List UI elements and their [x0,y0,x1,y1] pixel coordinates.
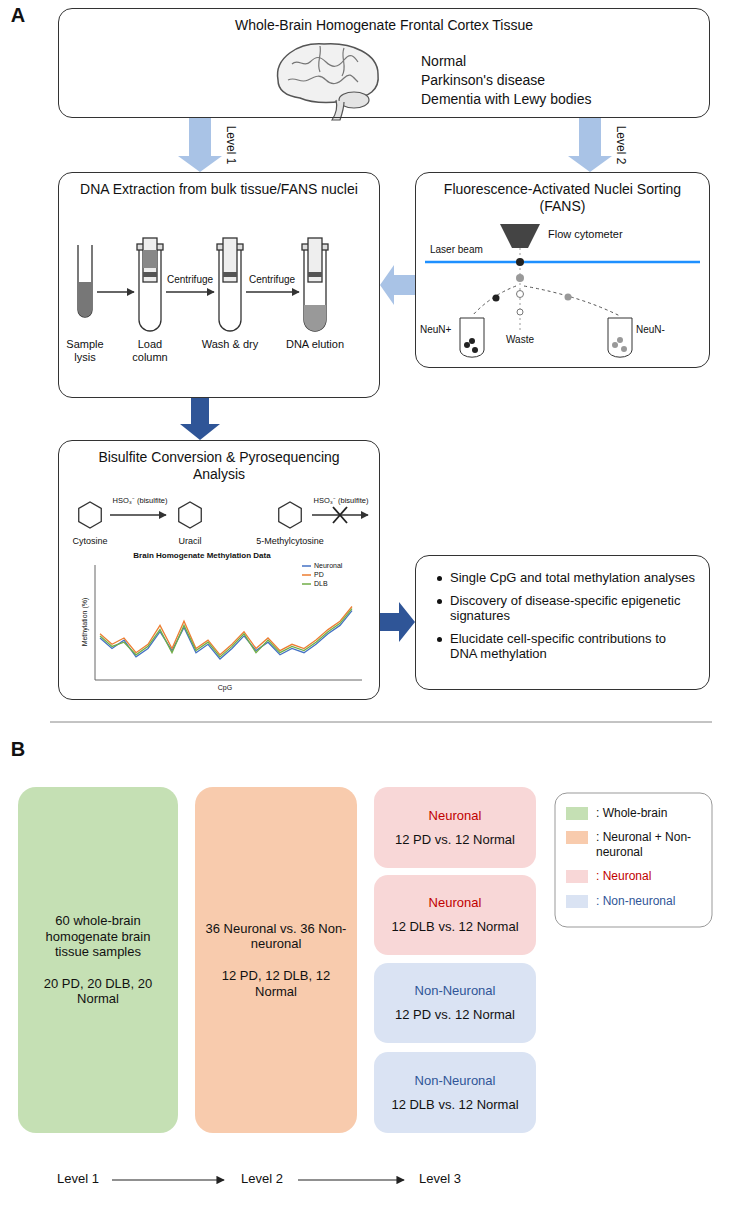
panel-letter: A [6,4,30,27]
step-label: Wash & dry [200,338,260,351]
molecule-ring [79,502,102,528]
level-box: 36 Neuronal vs. 36 Non-neuronal 12 PD, 12… [195,787,357,1133]
box-title: Bisulfite Conversion & Pyrosequencing An… [79,449,359,483]
chart-line [100,607,352,660]
box-title: DNA Extraction from bulk tissue/FANS nuc… [79,181,359,198]
box-title: 36 Neuronal vs. 36 Non-neuronal [205,921,347,952]
legend-text: : Whole-brain [596,806,667,820]
box-title: Whole-Brain Homogenate Frontal Cortex Ti… [79,17,689,34]
box-text: 20 PD, 20 DLB, 20 Normal [28,976,168,1007]
step-note: Centrifuge [244,274,300,286]
box-title: Neuronal [429,808,482,824]
box-title: Fluorescence-Activated Nuclei Sorting (F… [436,181,689,215]
group-box: Non-Neuronal 12 DLB vs. 12 Normal [374,1052,536,1133]
molecule-name: Cytosine [60,536,120,546]
flow-arrow [380,265,415,305]
molecule-name: Uracil [160,536,220,546]
box-text: 12 PD vs. 12 Normal [395,832,515,848]
edge-label: Level 2 [613,126,627,165]
chart-title: Brain Homogenate Methylation Data [112,551,292,560]
legend-swatch [566,831,588,844]
reagent-label: HSO₃⁻ (bisulfite) [103,497,177,506]
step-label: DNA elution [285,338,345,351]
box-text: 12 PD vs. 12 Normal [395,1007,515,1023]
group-box: Neuronal 12 PD vs. 12 Normal [374,787,536,868]
process-box: DNA Extraction from bulk tissue/FANS nuc… [58,172,380,398]
tube-label: Waste [500,334,540,346]
part-label: Flow cytometer [548,228,648,241]
legend: : Whole-brain : Neuronal + Non-neuronal : … [566,806,706,918]
process-box: Fluorescence-Activated Nuclei Sorting (F… [415,172,710,368]
chart-legend: Neuronal [314,562,364,570]
step-note: Centrifuge [162,274,218,286]
legend-swatch [566,870,588,883]
legend-entry: : Whole-brain [566,806,706,820]
flow-arrow [180,398,220,440]
level-label: Level 3 [410,1172,470,1187]
edge-label: Level 1 [223,126,237,165]
step-label: Load column [120,338,180,363]
process-box: Bisulfite Conversion & Pyrosequencing An… [58,440,380,700]
legend-entry: : Non-neuronal [566,894,706,908]
legend-text: : Neuronal [596,869,651,883]
legend-text: : Non-neuronal [596,894,675,908]
molecule-ring [279,502,302,528]
bullet-text: Discovery of disease-specific epigenetic… [432,593,695,624]
source-box: Whole-Brain Homogenate Frontal Cortex Ti… [58,8,710,118]
molecule-ring [179,502,202,528]
flow-arrow [568,118,612,172]
reagent-label: HSO₃⁻ (bisulfite) [304,497,378,506]
group-box: Non-Neuronal 12 PD vs. 12 Normal [374,963,536,1043]
level-box: 60 whole-brain homogenate brain tissue s… [18,787,178,1133]
list-item: Parkinson's disease [421,72,545,89]
list-item: Normal [421,53,466,70]
panel-letter: B [6,738,30,761]
group-box: Neuronal 12 DLB vs. 12 Normal [374,875,536,955]
brain-icon [278,44,379,120]
legend-swatch [566,895,588,908]
legend-entry: : Neuronal [566,869,706,883]
legend-text: : Neuronal + Non-neuronal [596,830,706,859]
part-label: Laser beam [430,244,496,256]
box-title: Non-Neuronal [415,1073,496,1089]
flow-arrow [380,602,415,642]
outcome-box: Single CpG and total methylation analyse… [415,555,710,690]
bisulfite-reaction [110,507,368,523]
axis-label: CpG [210,684,240,692]
step-label: Sample lysis [55,338,115,363]
box-title: Non-Neuronal [415,983,496,999]
chart-line [100,607,352,655]
legend-frame [555,793,712,927]
level-label: Level 1 [48,1172,108,1187]
panel-divider [50,722,712,723]
molecule-name: 5-Methylcytosine [248,536,332,546]
list-item: Dementia with Lewy bodies [421,91,591,108]
box-text: 12 DLB vs. 12 Normal [391,1097,518,1113]
flow-arrow [178,118,222,172]
tube-label: NeuN+ [420,324,458,336]
flow-cytometer [425,224,700,357]
box-title: Neuronal [429,895,482,911]
legend-entry: : Neuronal + Non-neuronal [566,830,706,859]
extraction-steps [78,238,328,331]
chart-legend: PD [314,571,364,579]
bullet-text: Single CpG and total methylation analyse… [432,570,695,586]
box-text: 12 PD, 12 DLB, 12 Normal [205,968,347,999]
box-title: 60 whole-brain homogenate brain tissue s… [28,913,168,960]
tube-label: NeuN- [636,324,676,336]
level-label: Level 2 [232,1172,292,1187]
molecule-ring [79,502,302,528]
chart-line [100,609,352,657]
box-text: 12 DLB vs. 12 Normal [391,919,518,935]
legend-swatch [566,807,588,820]
chart-legend: DLB [314,580,364,588]
bullet-text: Elucidate cell-specific contributions to… [432,631,695,662]
axis-label: Methylation (%) [81,587,89,657]
